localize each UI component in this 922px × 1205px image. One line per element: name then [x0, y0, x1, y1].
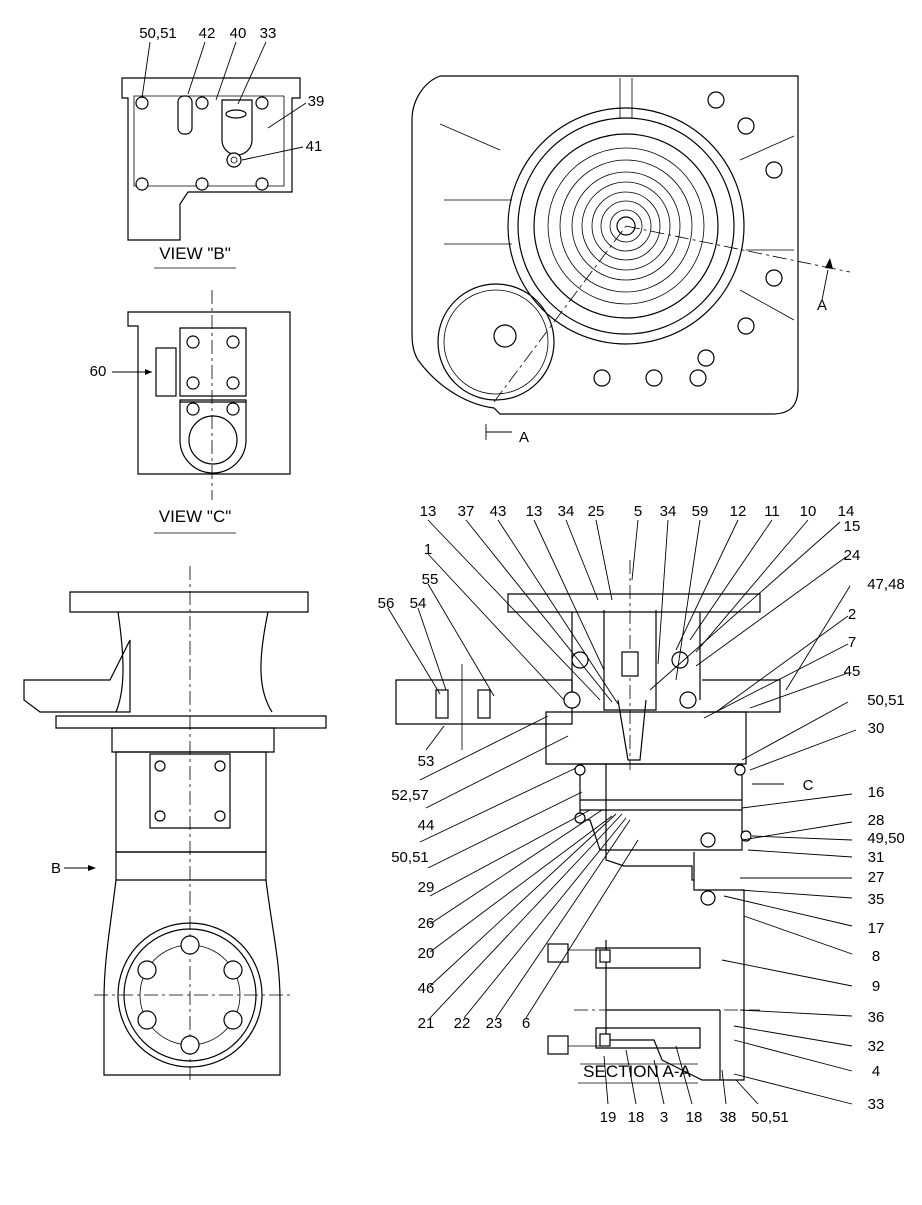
- callout-s-12: 12: [730, 503, 747, 520]
- callout-s-26: 26: [418, 915, 435, 932]
- callout-s-50-51a: 50,51: [867, 692, 905, 709]
- callout-s-19: 19: [600, 1109, 617, 1126]
- callout-s-11: 11: [764, 503, 780, 520]
- section-mark-a-right: A: [817, 297, 827, 314]
- callout-s-1: 1: [424, 541, 432, 558]
- callout-vc-60: 60: [90, 363, 107, 380]
- callout-s-6: 6: [522, 1015, 530, 1032]
- view-c-drawing: [127, 290, 291, 534]
- callout-s-30: 30: [868, 720, 885, 737]
- callout-s-45: 45: [844, 663, 861, 680]
- view-b-drawing: [121, 77, 301, 269]
- front-view-drawing: [23, 566, 327, 1080]
- callout-s-34a: 34: [558, 503, 575, 520]
- callout-s-36: 36: [868, 1009, 885, 1026]
- callout-s-52-57: 52,57: [391, 787, 429, 804]
- callout-s-7: 7: [848, 634, 856, 651]
- callout-s-46: 46: [418, 980, 435, 997]
- callout-s-8: 8: [872, 948, 880, 965]
- callout-s-31: 31: [868, 849, 885, 866]
- callout-s-9: 9: [872, 978, 880, 995]
- callout-s-21: 21: [418, 1015, 435, 1032]
- callout-s-28: 28: [868, 812, 885, 829]
- view-c-leaders: [112, 369, 152, 375]
- callout-s-47-48: 47,48: [867, 576, 905, 593]
- callout-s-50-51b: 50,51: [391, 849, 429, 866]
- callout-s-17: 17: [868, 920, 885, 937]
- callout-s-4: 4: [872, 1063, 880, 1080]
- callout-s-29: 29: [418, 879, 435, 896]
- section-mark-a-bottom: A: [519, 429, 529, 446]
- callout-s-2: 2: [848, 606, 856, 623]
- view-b-title: VIEW "B": [159, 244, 231, 263]
- callout-vb-50-51: 50,51: [139, 25, 177, 42]
- callout-s-15: 15: [844, 518, 861, 535]
- callout-s-37: 37: [458, 503, 475, 520]
- callout-s-33: 33: [868, 1096, 885, 1113]
- callout-s-18b: 18: [686, 1109, 703, 1126]
- section-aa-title: SECTION A-A: [583, 1062, 691, 1081]
- callout-s-56: 56: [378, 595, 395, 612]
- section-mark-c: C: [803, 777, 814, 794]
- callout-vb-40: 40: [230, 25, 247, 42]
- callout-s-13b: 13: [526, 503, 543, 520]
- callout-s-59: 59: [692, 503, 709, 520]
- callout-s-50-51c: 50,51: [751, 1109, 789, 1126]
- callout-s-13a: 13: [420, 503, 437, 520]
- callout-s-23: 23: [486, 1015, 503, 1032]
- callout-s-49-50: 49,50: [867, 830, 905, 847]
- callout-vb-33: 33: [260, 25, 277, 42]
- callout-vb-41: 41: [306, 138, 323, 155]
- callout-s-43: 43: [490, 503, 507, 520]
- callout-s-32: 32: [868, 1038, 885, 1055]
- section-aa-drawing: [395, 560, 781, 1081]
- plan-view-drawing: [411, 75, 851, 440]
- callout-s-16: 16: [868, 784, 885, 801]
- callout-s-54: 54: [410, 595, 427, 612]
- view-c-title: VIEW "C": [159, 507, 232, 526]
- callout-s-53: 53: [418, 753, 435, 770]
- callout-s-25: 25: [588, 503, 605, 520]
- callout-s-18a: 18: [628, 1109, 645, 1126]
- view-b-leaders: [141, 41, 307, 161]
- callout-s-24: 24: [844, 547, 861, 564]
- callout-s-34b: 34: [660, 503, 677, 520]
- section-mark-b: B: [51, 860, 61, 877]
- callout-s-20: 20: [418, 945, 435, 962]
- callout-s-44: 44: [418, 817, 435, 834]
- section-aa-leaders: [387, 519, 857, 1105]
- callout-s-27: 27: [868, 869, 885, 886]
- callout-s-22: 22: [454, 1015, 471, 1032]
- callout-s-3: 3: [660, 1109, 668, 1126]
- callout-s-38: 38: [720, 1109, 737, 1126]
- callout-s-5: 5: [634, 503, 642, 520]
- callout-vb-42: 42: [199, 25, 216, 42]
- callout-s-55: 55: [422, 571, 439, 588]
- callout-vb-39: 39: [308, 93, 325, 110]
- callout-s-10: 10: [800, 503, 817, 520]
- callout-s-14: 14: [838, 503, 855, 520]
- callout-s-35: 35: [868, 891, 885, 908]
